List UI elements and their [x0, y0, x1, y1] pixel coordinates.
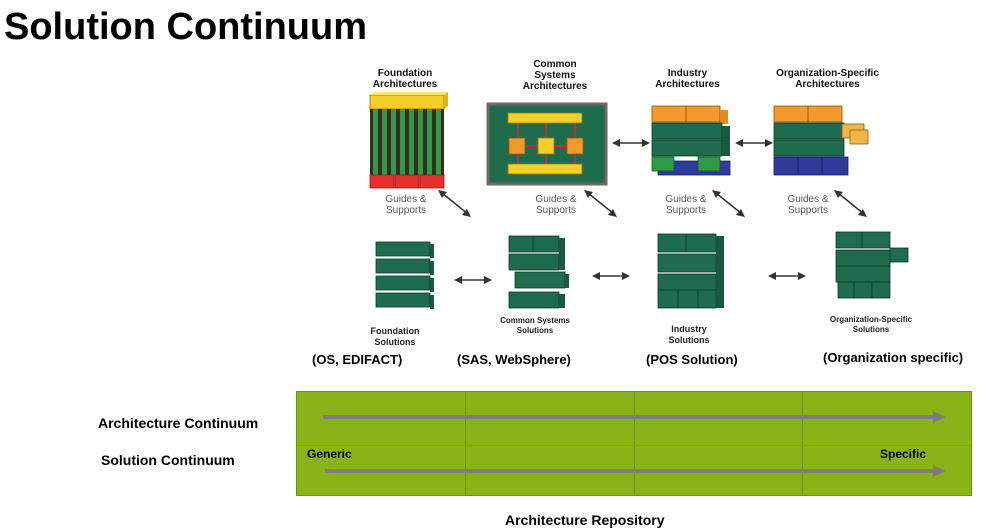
column-divider	[465, 392, 466, 495]
diagonal-arrow-1	[438, 190, 471, 217]
diagonal-arrow-4	[834, 190, 867, 217]
solution-arrow-2	[592, 272, 630, 280]
organization-specific-architectures-label: Organization-Specific Architectures	[760, 68, 895, 90]
label-line: Guides &	[385, 194, 427, 205]
label-line: Guides &	[787, 194, 829, 205]
architecture-repository-band: Generic Specific	[296, 391, 972, 496]
label-line: Supports	[665, 205, 707, 216]
industry-example: (POS Solution)	[646, 352, 738, 367]
label-line: Foundation	[377, 68, 433, 79]
organization-specific-example: (Organization specific)	[823, 350, 964, 365]
column-divider	[634, 392, 635, 495]
organization-specific-solutions-label: Organization-Specific Solutions	[816, 315, 926, 335]
foundation-solutions-graphic	[375, 241, 434, 309]
industry-architecture-graphic	[651, 105, 731, 176]
guides-supports-label-1: Guides & Supports	[370, 194, 442, 216]
arrowhead-icon	[933, 411, 946, 423]
solution-arrow-1	[454, 276, 492, 284]
label-line: Solutions	[668, 335, 710, 345]
arch-arrow-industry-org	[735, 139, 773, 147]
label-line: Supports	[385, 205, 427, 216]
label-line: Guides &	[535, 194, 577, 205]
label-line: Supports	[787, 205, 829, 216]
label-line: Architectures	[795, 79, 860, 90]
common-systems-architecture-graphic	[486, 102, 608, 186]
industry-architectures-label: Industry Architectures	[640, 68, 735, 90]
architecture-continuum-arrow	[323, 415, 933, 419]
common-systems-example: (SAS, WebSphere)	[457, 352, 571, 367]
solution-continuum-arrow	[325, 469, 933, 473]
common-systems-solutions-label: Common Systems Solutions	[492, 316, 578, 336]
diagonal-arrow-3	[712, 190, 745, 217]
label-line: Supports	[535, 205, 577, 216]
solution-arrow-3	[768, 272, 806, 280]
diagonal-arrow-2	[584, 190, 617, 217]
label-line: Solutions	[852, 325, 890, 334]
label-line: Common Systems	[500, 316, 570, 325]
foundation-solutions-label: Foundation Solutions	[360, 326, 430, 348]
architecture-continuum-label: Architecture Continuum	[98, 415, 259, 431]
page-title: Solution Continuum	[4, 6, 368, 48]
label-line: Architectures	[372, 79, 438, 90]
label-line: Solutions	[374, 337, 416, 347]
label-line: Guides &	[665, 194, 707, 205]
common-systems-solutions-graphic	[508, 235, 569, 309]
foundation-architecture-graphic	[369, 92, 448, 189]
label-line: Architectures	[522, 81, 588, 92]
foundation-architectures-label: Foundation Architectures	[360, 68, 450, 90]
label-line: Common	[533, 59, 577, 70]
industry-solutions-graphic	[657, 233, 724, 309]
specific-label: Specific	[880, 447, 927, 461]
row-divider	[297, 445, 971, 446]
label-line: Solutions	[516, 326, 554, 335]
arch-arrow-common-industry	[612, 139, 650, 147]
common-systems-architectures-label: Common Systems Architectures	[505, 59, 605, 92]
guides-supports-label-4: Guides & Supports	[772, 194, 844, 216]
generic-label: Generic	[307, 447, 352, 461]
arrowhead-icon	[933, 465, 946, 477]
column-divider	[802, 392, 803, 495]
label-line: Foundation	[370, 326, 420, 336]
foundation-example: (OS, EDIFACT)	[312, 352, 403, 367]
organization-specific-architecture-graphic	[773, 105, 869, 176]
guides-supports-label-3: Guides & Supports	[650, 194, 722, 216]
label-line: Organization-Specific	[829, 315, 913, 324]
label-line: Systems	[534, 70, 576, 81]
label-line: Industry	[671, 324, 707, 334]
label-line: Organization-Specific	[776, 68, 879, 79]
label-line: Industry	[667, 68, 708, 79]
organization-specific-solutions-graphic	[835, 231, 909, 299]
architecture-repository-label: Architecture Repository	[505, 512, 665, 528]
guides-supports-label-2: Guides & Supports	[520, 194, 592, 216]
label-line: Architectures	[655, 79, 720, 90]
industry-solutions-label: Industry Solutions	[654, 324, 724, 346]
solution-continuum-label: Solution Continuum	[101, 452, 235, 468]
